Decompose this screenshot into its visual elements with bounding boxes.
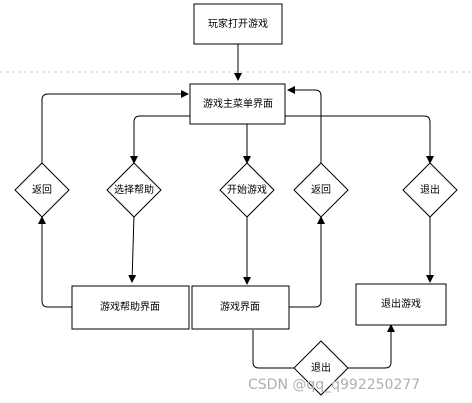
edge-menu-to-exit-top xyxy=(285,115,434,164)
edge-menu-to-select-help xyxy=(130,115,190,164)
edge-game-screen-to-exit-bottom xyxy=(252,330,294,369)
edge-back-right-to-menu xyxy=(287,86,322,163)
decision-exit-bottom-label: 退出 xyxy=(311,361,331,374)
decision-back-left: 返回 xyxy=(14,162,70,218)
decision-back-right: 返回 xyxy=(293,162,349,218)
decision-start-game: 开始游戏 xyxy=(219,162,275,218)
decision-exit-bottom: 退出 xyxy=(293,340,349,396)
node-main-menu: 游戏主菜单界面 xyxy=(189,83,286,125)
decision-select-help-label: 选择帮助 xyxy=(114,183,154,196)
edge-exit-bottom-to-exit-game xyxy=(348,324,395,369)
node-game-screen-label: 游戏界面 xyxy=(220,300,260,313)
edge-back-left-to-menu xyxy=(41,90,189,163)
decision-select-help: 选择帮助 xyxy=(106,162,162,218)
connectors xyxy=(38,44,434,369)
node-main-menu-label: 游戏主菜单界面 xyxy=(203,97,273,110)
watermark-text: CSDN @qq_q992250277 xyxy=(248,377,420,393)
node-start: 玩家打开游戏 xyxy=(193,3,283,45)
decision-back-left-label: 返回 xyxy=(32,184,52,196)
node-help-screen: 游戏帮助界面 xyxy=(71,285,190,330)
decision-start-game-label: 开始游戏 xyxy=(227,183,267,196)
node-start-label: 玩家打开游戏 xyxy=(208,17,268,30)
decision-exit-top: 退出 xyxy=(402,162,458,218)
node-help-screen-label: 游戏帮助界面 xyxy=(100,300,160,313)
node-exit-game-label: 退出游戏 xyxy=(381,297,421,310)
decision-back-right-label: 返回 xyxy=(311,184,331,196)
edge-help-screen-to-back-left xyxy=(38,216,72,308)
edge-select-help-to-help-screen xyxy=(128,214,137,283)
node-game-screen: 游戏界面 xyxy=(191,285,290,330)
decision-exit-top-label: 退出 xyxy=(420,183,440,196)
node-exit-game: 退出游戏 xyxy=(355,283,447,326)
edge-game-screen-to-back-right xyxy=(289,216,325,308)
